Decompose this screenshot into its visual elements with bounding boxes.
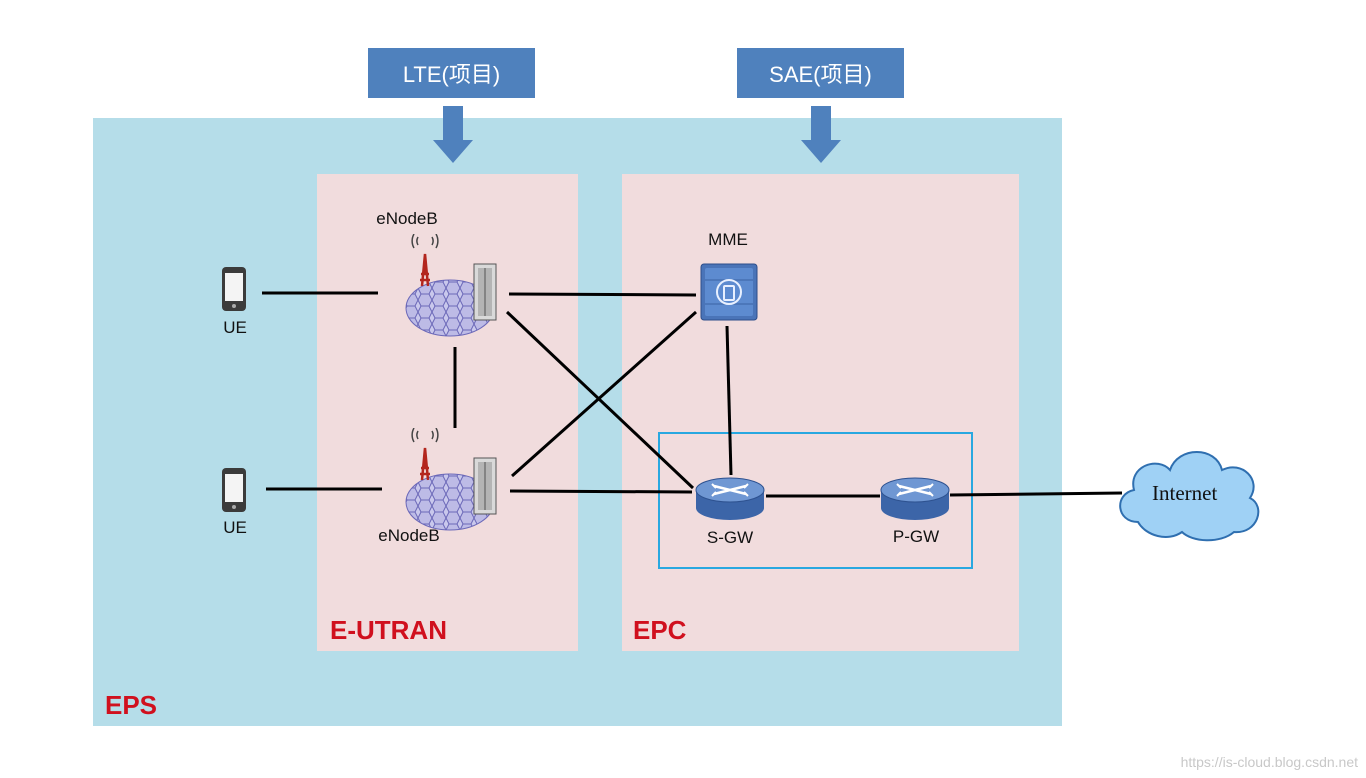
link-enodeb-top-mme (508, 292, 697, 297)
eutran-region-label: E-UTRAN (330, 615, 447, 645)
link-mme-sgw (725, 325, 733, 476)
mme-server-icon (700, 263, 758, 321)
enodeb-bottom-label: eNodeB (378, 526, 440, 545)
lte-project-label: LTE(项目) (368, 48, 535, 98)
enodeb-top-label: eNodeB (376, 209, 438, 228)
internet-label: Internet (1152, 481, 1218, 505)
link-pgw-internet (949, 491, 1123, 497)
enodeb-base-station-icon (405, 428, 497, 531)
ue-bottom-label: UE (223, 518, 247, 537)
phone-icon (222, 267, 246, 311)
watermark-text: https://is-cloud.blog.csdn.net (1180, 754, 1358, 770)
eutran-region (317, 174, 578, 651)
pgw-router-icon (880, 477, 950, 520)
eps-region-label: EPS (105, 690, 158, 720)
ue-top-label: UE (223, 318, 247, 337)
sgw-label: S-GW (706, 528, 754, 547)
cloud-icon (1119, 451, 1260, 542)
sae-project-label: SAE(项目) (737, 48, 904, 98)
epc-region-label: EPC (633, 615, 687, 645)
link-enodeb-top-sgw (505, 310, 695, 490)
sae-down-arrow-icon (801, 106, 841, 163)
phone-icon (222, 468, 246, 512)
sgw-router-icon (695, 477, 765, 520)
lte-down-arrow-icon (433, 106, 473, 163)
epc-region (622, 174, 1019, 651)
mme-label: MME (708, 230, 748, 249)
pgw-label: P-GW (892, 527, 940, 546)
link-enodeb-bottom-mme (511, 310, 697, 478)
enodeb-base-station-icon (405, 234, 497, 337)
link-enodeb-bottom-sgw (509, 489, 693, 494)
gateway-group-box (658, 432, 973, 569)
